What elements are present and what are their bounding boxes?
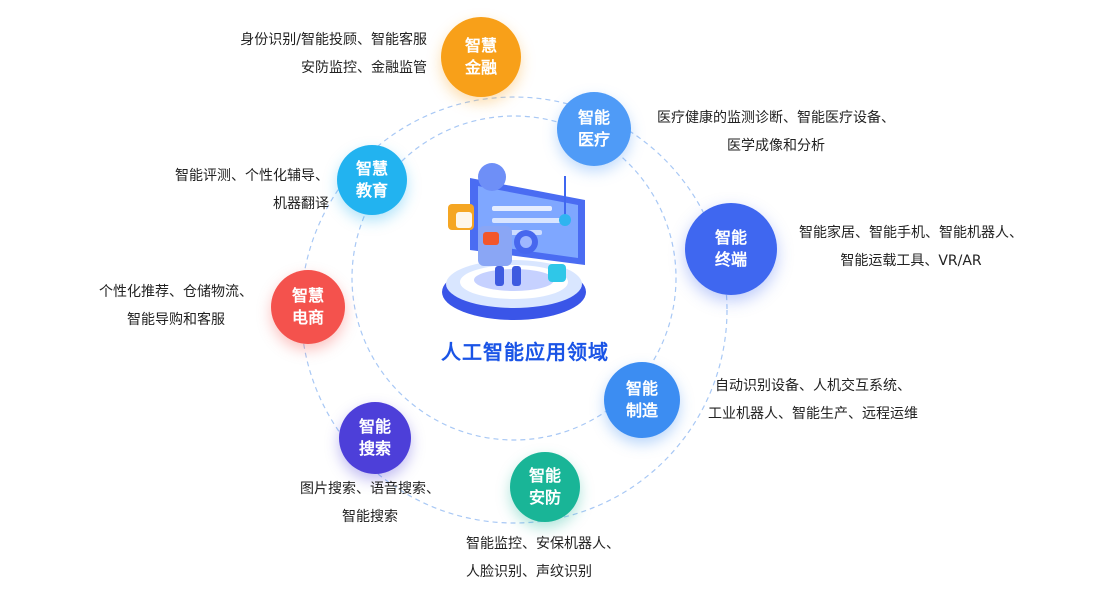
node-ecommerce-line2: 电商 bbox=[291, 308, 324, 327]
desc-smart-search: 图片搜索、语音搜索、 智能搜索 bbox=[285, 475, 455, 531]
node-manufacturing-line2: 制造 bbox=[625, 401, 658, 420]
desc-ecommerce-line2: 智能导购和客服 bbox=[127, 312, 225, 328]
desc-smart-education: 智能评测、个性化辅导、 机器翻译 bbox=[175, 162, 329, 218]
desc-ecommerce-line1: 个性化推荐、仓储物流、 bbox=[99, 284, 253, 300]
node-education-line1: 智慧 bbox=[355, 159, 388, 178]
node-manufacturing-line1: 智能 bbox=[625, 379, 658, 398]
desc-terminal-line1: 智能家居、智能手机、智能机器人、 bbox=[799, 225, 1023, 241]
inner-orbit-ring bbox=[351, 115, 677, 441]
desc-education-line2: 机器翻译 bbox=[273, 196, 329, 212]
node-smart-medical[interactable]: 智能 医疗 bbox=[557, 92, 631, 166]
desc-smart-finance: 身份识别/智能投顾、智能客服 安防监控、金融监管 bbox=[240, 26, 427, 82]
desc-terminal-line2: 智能运载工具、VR/AR bbox=[840, 253, 982, 269]
desc-search-line2: 智能搜索 bbox=[342, 509, 398, 525]
node-terminal-line2: 终端 bbox=[714, 250, 747, 269]
desc-smart-ecommerce: 个性化推荐、仓储物流、 智能导购和客服 bbox=[86, 278, 266, 334]
desc-finance-line1: 身份识别/智能投顾、智能客服 bbox=[240, 32, 427, 48]
desc-medical-line1: 医疗健康的监测诊断、智能医疗设备、 bbox=[657, 110, 895, 126]
node-smart-security[interactable]: 智能 安防 bbox=[510, 452, 580, 522]
node-search-line2: 搜索 bbox=[358, 439, 391, 458]
desc-smart-security: 智能监控、安保机器人、 人脸识别、声纹识别 bbox=[466, 530, 620, 586]
node-education-line2: 教育 bbox=[355, 181, 388, 200]
node-finance-line1: 智慧 bbox=[464, 36, 497, 55]
node-smart-education[interactable]: 智慧 教育 bbox=[337, 145, 407, 215]
desc-finance-line2: 安防监控、金融监管 bbox=[301, 60, 427, 76]
node-medical-line1: 智能 bbox=[577, 108, 610, 127]
node-smart-search[interactable]: 智能 搜索 bbox=[339, 402, 411, 474]
node-ecommerce-line1: 智慧 bbox=[291, 286, 324, 305]
desc-smart-medical: 医疗健康的监测诊断、智能医疗设备、 医学成像和分析 bbox=[641, 104, 911, 160]
node-search-line1: 智能 bbox=[358, 417, 391, 436]
desc-medical-line2: 医学成像和分析 bbox=[727, 138, 825, 154]
desc-manufacturing-line2: 工业机器人、智能生产、远程运维 bbox=[708, 406, 918, 422]
node-smart-finance[interactable]: 智慧 金融 bbox=[441, 17, 521, 97]
node-smart-ecommerce[interactable]: 智慧 电商 bbox=[271, 270, 345, 344]
desc-security-line2: 人脸识别、声纹识别 bbox=[466, 564, 592, 580]
node-smart-manufacturing[interactable]: 智能 制造 bbox=[604, 362, 680, 438]
desc-education-line1: 智能评测、个性化辅导、 bbox=[175, 168, 329, 184]
node-medical-line2: 医疗 bbox=[577, 130, 610, 149]
node-security-line2: 安防 bbox=[528, 488, 561, 507]
node-smart-terminal[interactable]: 智能 终端 bbox=[685, 203, 777, 295]
center-title: 人工智能应用领域 bbox=[441, 340, 609, 364]
desc-smart-terminal: 智能家居、智能手机、智能机器人、 智能运载工具、VR/AR bbox=[785, 219, 1037, 275]
node-security-line1: 智能 bbox=[528, 466, 561, 485]
desc-manufacturing-line1: 自动识别设备、人机交互系统、 bbox=[715, 378, 911, 394]
desc-search-line1: 图片搜索、语音搜索、 bbox=[300, 481, 440, 497]
desc-security-line1: 智能监控、安保机器人、 bbox=[466, 536, 620, 552]
node-finance-line2: 金融 bbox=[464, 58, 497, 77]
node-terminal-line1: 智能 bbox=[714, 228, 747, 247]
ai-robot-illustration bbox=[442, 163, 586, 320]
desc-smart-manufacturing: 自动识别设备、人机交互系统、 工业机器人、智能生产、远程运维 bbox=[688, 372, 938, 428]
